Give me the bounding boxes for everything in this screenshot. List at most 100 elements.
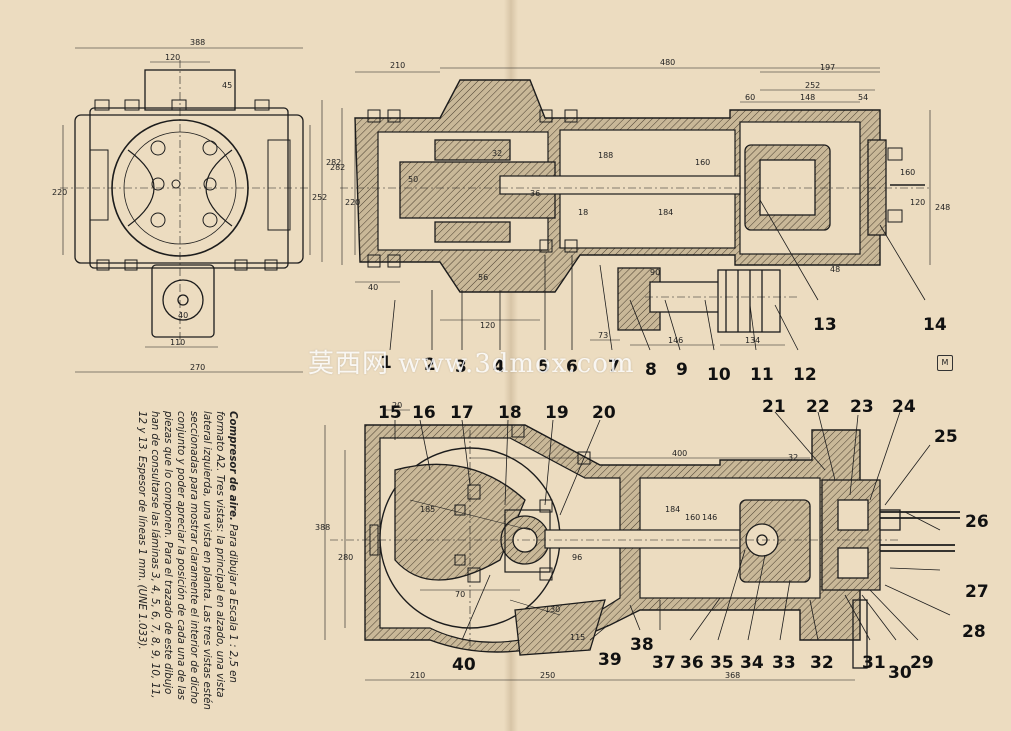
dim-54: 54 <box>858 93 868 102</box>
part-number: 36 <box>680 653 704 673</box>
dim-160: 160 <box>695 158 710 167</box>
dim-210: 210 <box>390 61 405 70</box>
side-view-top-flange <box>144 69 236 111</box>
dim-250: 250 <box>540 671 555 680</box>
dim-160: 160 <box>685 513 700 522</box>
dim-36: 36 <box>530 189 540 198</box>
dim-270: 270 <box>190 363 205 372</box>
part-number: 8 <box>645 360 657 380</box>
part-number: 27 <box>965 582 989 602</box>
part-number: 21 <box>762 397 786 417</box>
top-view-dimensions: 210 480 197 252 148 60 54 282 220 40 120… <box>330 58 950 345</box>
front-view <box>324 409 960 681</box>
watermark-text: 莫西网 www.3dmox.com <box>308 349 635 379</box>
top-view-pulley <box>717 269 781 333</box>
part-number: 20 <box>592 403 616 423</box>
part-number: 7 <box>608 357 620 377</box>
dim-40: 40 <box>178 311 188 320</box>
dim-120: 120 <box>480 321 495 330</box>
side-view-valve-box <box>151 264 215 338</box>
part-number: 34 <box>740 653 764 673</box>
front-view-connecting-rod <box>544 529 761 549</box>
part-number: 10 <box>707 365 731 385</box>
part-number: 6 <box>566 357 578 377</box>
part-number: 18 <box>498 403 522 423</box>
dim-282: 282 <box>326 158 341 167</box>
part-number: 3 <box>455 357 467 377</box>
dim-50: 50 <box>408 175 418 184</box>
part-number: 26 <box>965 512 989 532</box>
dim-197: 197 <box>820 63 835 72</box>
dim-210: 210 <box>410 671 425 680</box>
dim-220: 220 <box>52 188 67 197</box>
dim-220: 220 <box>345 198 360 207</box>
dim-48: 48 <box>830 265 840 274</box>
dim-184: 184 <box>658 208 673 217</box>
part-number: 15 <box>378 403 402 423</box>
caption-title: Compresor de aire. <box>227 411 238 521</box>
part-number: 22 <box>806 397 830 417</box>
part-number: 12 <box>793 365 817 385</box>
dim-480: 480 <box>660 58 675 67</box>
dim-252: 252 <box>805 81 820 90</box>
front-view-dimensions: 20 388 280 400 185 210 250 368 70 130 18… <box>315 401 798 680</box>
part-number: 31 <box>862 653 886 673</box>
side-view-body <box>74 114 304 264</box>
top-view <box>340 67 931 351</box>
dim-148: 148 <box>800 93 815 102</box>
dim-70: 70 <box>455 590 465 599</box>
part-number: 2 <box>424 355 436 375</box>
part-number: 37 <box>652 653 676 673</box>
part-number: 19 <box>545 403 569 423</box>
part-number: 30 <box>888 663 912 683</box>
dim-120b: 120 <box>910 198 925 207</box>
dim-248: 248 <box>935 203 950 212</box>
side-view-dimensions: 388 120 45 220 252 282 110 270 40 <box>52 38 341 372</box>
part-number: 1 <box>380 353 392 373</box>
dim-160b: 160 <box>900 168 915 177</box>
part-number: 24 <box>892 397 916 417</box>
dim-115: 115 <box>570 633 585 642</box>
dim-32: 32 <box>492 149 502 158</box>
side-view <box>60 47 323 373</box>
dim-134: 134 <box>745 336 760 345</box>
dim-18: 18 <box>578 208 588 217</box>
part-number: 17 <box>450 403 474 423</box>
dim-188: 188 <box>598 151 613 160</box>
top-view-connecting-rod <box>499 175 741 195</box>
dim-60: 60 <box>745 93 755 102</box>
part-number: 35 <box>710 653 734 673</box>
part-number: 5 <box>538 357 550 377</box>
part-number: 28 <box>962 622 986 642</box>
part-number: 14 <box>923 315 947 335</box>
part-number: 39 <box>598 650 622 670</box>
front-view-oil-cap <box>514 599 606 656</box>
part-number: 32 <box>810 653 834 673</box>
top-view-part-numbers: 1 2 3 4 5 6 7 8 9 10 11 12 13 14 <box>380 315 947 385</box>
part-number: 13 <box>813 315 837 335</box>
dim-40: 40 <box>368 283 378 292</box>
part-number: 38 <box>630 635 654 655</box>
dim-73: 73 <box>598 331 608 340</box>
side-view-bolts <box>89 99 291 271</box>
front-view-part-numbers: 15 16 17 18 19 20 21 22 23 24 25 26 27 2… <box>378 397 989 683</box>
dim-280: 280 <box>338 553 353 562</box>
part-number: 16 <box>412 403 436 423</box>
part-number: 29 <box>910 653 934 673</box>
part-number: 9 <box>676 360 688 380</box>
dim-368: 368 <box>725 671 740 680</box>
dim-20: 20 <box>392 401 402 410</box>
dim-184: 184 <box>665 505 680 514</box>
caption-body: Para dibujar a Escala 1 : 2,5 en formato… <box>136 411 238 710</box>
dim-146: 146 <box>668 336 683 345</box>
dim-282: 282 <box>330 163 345 172</box>
dim-130: 130 <box>545 605 560 614</box>
dim-32: 32 <box>788 453 798 462</box>
part-number: 25 <box>934 427 958 447</box>
part-number: 40 <box>452 655 476 675</box>
dim-56: 56 <box>478 273 488 282</box>
part-number: 11 <box>750 365 774 385</box>
part-number: 4 <box>493 357 505 377</box>
